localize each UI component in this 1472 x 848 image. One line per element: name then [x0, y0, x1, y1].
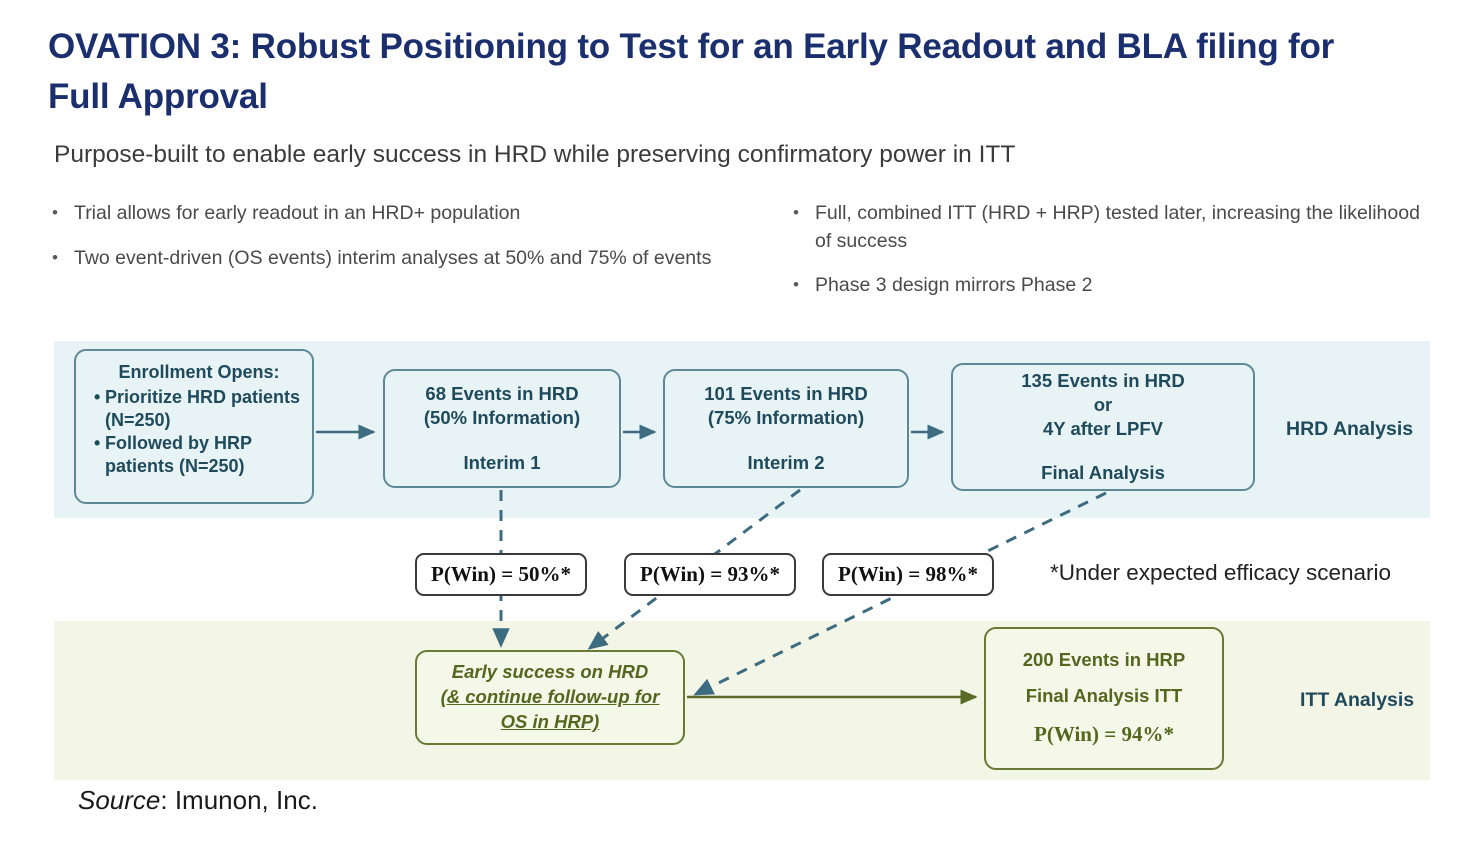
enrollment-title: Enrollment Opens:	[118, 362, 280, 382]
early-success-line3: OS in HRP)	[500, 710, 600, 732]
bullet-text: Full, combined ITT (HRD + HRP) tested la…	[815, 202, 1420, 252]
early-success-line2: (& continue follow-up for	[440, 686, 660, 708]
spacer	[953, 441, 1253, 461]
enrollment-box[interactable]: Enrollment Opens: • Prioritize HRD patie…	[74, 349, 314, 504]
interim1-line1: 68 Events in HRD	[425, 383, 579, 405]
bullet-marker-icon: •	[793, 275, 799, 295]
interim2-line2: (75% Information)	[707, 407, 865, 429]
final-hrd-line2: or	[1093, 393, 1113, 415]
final-hrd-line3: 4Y after LPFV	[1043, 418, 1163, 439]
bullet-text: Two event-driven (OS events) interim ana…	[74, 246, 712, 269]
bullet-marker-icon: •	[94, 433, 101, 454]
itt-analysis-label: ITT Analysis	[1300, 689, 1415, 711]
interim2-line1: 101 Events in HRD	[704, 383, 868, 405]
list-item: • Full, combined ITT (HRD + HRP) tested …	[793, 200, 1433, 255]
pwin-box-final-hrd[interactable]: P(Win) = 98%*	[822, 553, 994, 596]
interim2-box[interactable]: 101 Events in HRD (75% Information) Inte…	[663, 369, 909, 488]
early-success-box[interactable]: Early success on HRD (& continue follow-…	[415, 650, 685, 745]
page-subtitle: Purpose-built to enable early success in…	[54, 141, 1016, 168]
bullet-list-right: • Full, combined ITT (HRD + HRP) tested …	[793, 200, 1433, 317]
source-value: : Imunon, Inc.	[160, 785, 318, 815]
final-itt-line1: 200 Events in HRP	[1022, 649, 1186, 671]
early-success-line1: Early success on HRD	[451, 661, 649, 683]
final-itt-line2: Final Analysis ITT	[1025, 685, 1183, 707]
interim1-line2: (50% Information)	[423, 407, 581, 429]
bullet-list-left: • Trial allows for early readout in an H…	[52, 200, 752, 289]
source-label: Source	[78, 785, 161, 815]
list-item: • Phase 3 design mirrors Phase 2	[793, 272, 1433, 300]
bullet-text: Phase 3 design mirrors Phase 2	[815, 274, 1093, 297]
interim1-box[interactable]: 68 Events in HRD (50% Information) Inter…	[383, 369, 621, 488]
final-itt-pwin: P(Win) = 94%*	[1034, 722, 1174, 747]
efficacy-footnote: *Under expected efficacy scenario	[1050, 560, 1392, 585]
final-itt-analysis-box[interactable]: 200 Events in HRP Final Analysis ITT P(W…	[984, 627, 1224, 770]
bullet-marker-icon: •	[94, 387, 101, 408]
interim2-label: Interim 2	[747, 451, 825, 473]
enrollment-item: • Followed by HRP patients (N=250)	[94, 432, 304, 478]
enrollment-item-label: Followed by HRP patients (N=250)	[105, 433, 252, 477]
bullet-marker-icon: •	[52, 203, 58, 222]
source-line: Source: Imunon, Inc.	[78, 785, 318, 816]
bullet-marker-icon: •	[793, 203, 799, 222]
final-hrd-label: Final Analysis	[1041, 462, 1165, 484]
list-item: • Trial allows for early readout in an H…	[52, 200, 752, 228]
spacer	[665, 431, 907, 451]
enrollment-item: • Prioritize HRD patients (N=250)	[94, 386, 304, 432]
enrollment-item-label: Prioritize HRD patients (N=250)	[105, 387, 301, 431]
pwin-box-interim2[interactable]: P(Win) = 93%*	[624, 553, 796, 596]
final-hrd-line1: 135 Events in HRD	[1021, 369, 1185, 391]
page-title: OVATION 3: Robust Positioning to Test fo…	[48, 27, 1335, 117]
spacer	[385, 431, 619, 451]
bullet-marker-icon: •	[52, 247, 58, 267]
final-hrd-analysis-box[interactable]: 135 Events in HRD or 4Y after LPFV Final…	[951, 363, 1255, 491]
pwin-box-interim1[interactable]: P(Win) = 50%*	[415, 553, 587, 596]
bullet-text: Trial allows for early readout in an HRD…	[74, 202, 521, 224]
list-item: • Two event-driven (OS events) interim a…	[52, 245, 752, 273]
interim1-label: Interim 1	[463, 451, 541, 473]
hrd-analysis-label: HRD Analysis	[1286, 418, 1414, 440]
